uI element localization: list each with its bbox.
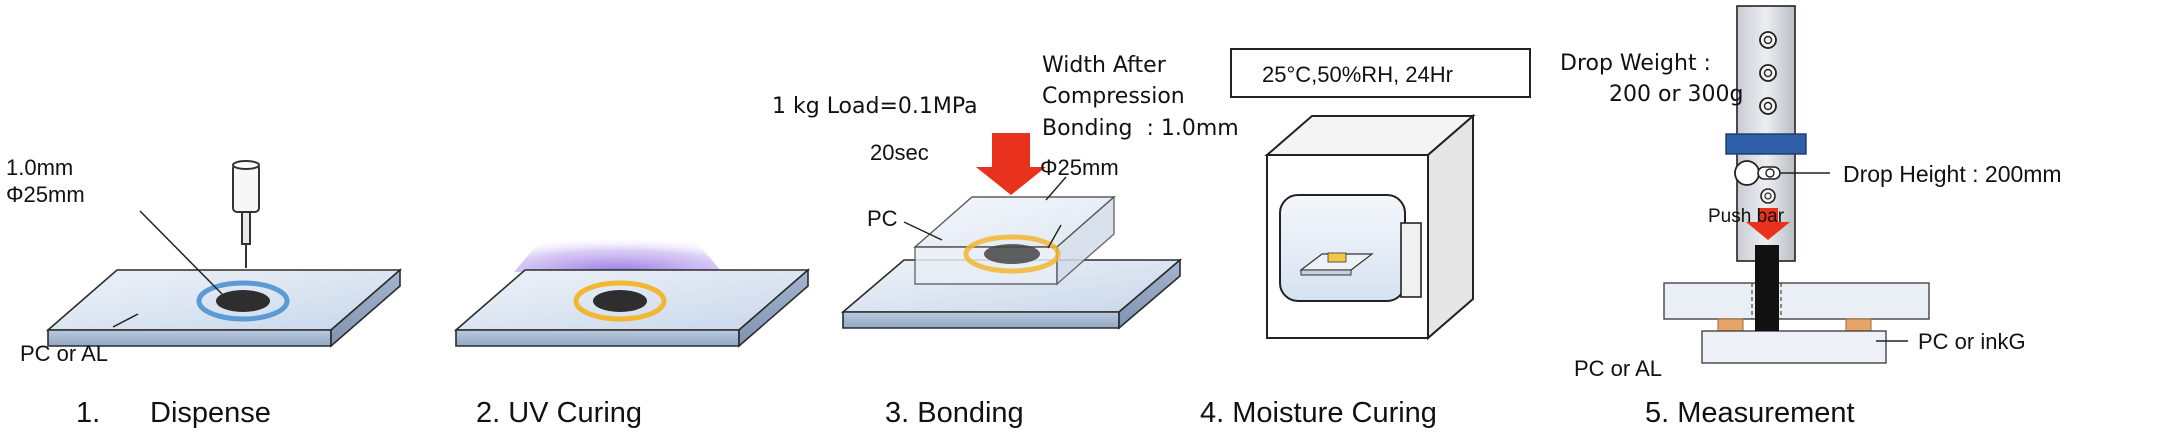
dispense-ring [196, 280, 290, 322]
uv-adhesive-drop [593, 290, 647, 312]
thickness-label: 1.0mm [6, 155, 73, 180]
width-label-line1: Width After [1042, 53, 1167, 78]
bonding-adhesive [984, 244, 1040, 264]
diameter-leader-line [1045, 176, 1067, 201]
uv-curing-panel: 2. UV Curing [453, 232, 811, 429]
adhesive-drop [216, 290, 270, 312]
measurement-top-plate [1663, 282, 1930, 320]
spacer-left [1717, 318, 1744, 332]
width-leader-line [1047, 224, 1062, 249]
push-bar [1755, 245, 1779, 331]
pc-leader-line [903, 221, 943, 241]
bonding-ring [963, 234, 1061, 274]
step-1-number: 1. [76, 397, 100, 429]
width-label-line2: Compression [1042, 84, 1185, 109]
humidity-chamber-icon [1264, 113, 1476, 341]
spacer-right [1845, 318, 1872, 332]
dispense-leader-line [139, 210, 223, 295]
drop-arrow-icon [1746, 208, 1790, 240]
bonding-glass-side [1056, 195, 1115, 286]
load-label: 1 kg Load=0.1MPa [772, 94, 978, 119]
bonding-diameter-label: Φ25mm [1040, 155, 1119, 180]
time-label: 20sec [870, 140, 929, 165]
dispense-plate-side [330, 268, 401, 348]
bottom-substrate-label: PC or inkG [1918, 329, 2026, 354]
moisture-curing-panel: 25°C,50%RH, 24Hr 4. Moisture Curing [1200, 48, 1531, 429]
step-1-title: Dispense [150, 397, 271, 429]
uv-light-glow [514, 232, 722, 272]
syringe-icon [232, 160, 260, 268]
width-label-line3: Bonding : 1.0mm [1042, 116, 1239, 141]
bonding-base-side [1118, 258, 1181, 330]
substrate-leader-line [112, 313, 139, 328]
substrate-label: PC or AL [20, 341, 108, 366]
drop-weight-label-line1: Drop Weight : [1560, 51, 1711, 76]
load-arrow-icon [976, 133, 1046, 195]
top-substrate-label: PC or AL [1574, 356, 1662, 381]
measurement-bottom-plate [1701, 330, 1887, 364]
diameter-label: Φ25mm [6, 182, 85, 207]
uv-plate-side [738, 268, 809, 348]
uv-ring [573, 280, 667, 322]
step-4-title: 4. Moisture Curing [1200, 397, 1437, 429]
dispense-panel: 1.0mm Φ25mm PC or AL 1. Dispense [6, 155, 403, 429]
drop-height-label: Drop Height : 200mm [1843, 161, 2062, 187]
push-bar-label: Push bar [1708, 206, 1785, 227]
drop-weight-band [1725, 133, 1807, 155]
step-3-title: 3. Bonding [885, 397, 1024, 429]
measurement-panel: Drop Weight : 200 or 300g Drop Height : … [1560, 5, 2062, 429]
step-5-title: 5. Measurement [1645, 397, 1855, 429]
bonding-panel: 1 kg Load=0.1MPa 20sec Φ25mm PC Width Af… [772, 53, 1239, 429]
bonding-substrate-label: PC [867, 206, 898, 231]
drop-ball-icon [1734, 160, 1781, 186]
tower-bolts [1759, 31, 1777, 204]
uv-plate-front [455, 329, 740, 347]
condition-label: 25°C,50%RH, 24Hr [1262, 62, 1453, 87]
bonding-base-front [842, 311, 1120, 329]
step-2-title: 2. UV Curing [476, 397, 642, 429]
drop-weight-label-line2: 200 or 300g [1609, 82, 1743, 107]
condition-box [1230, 48, 1531, 98]
